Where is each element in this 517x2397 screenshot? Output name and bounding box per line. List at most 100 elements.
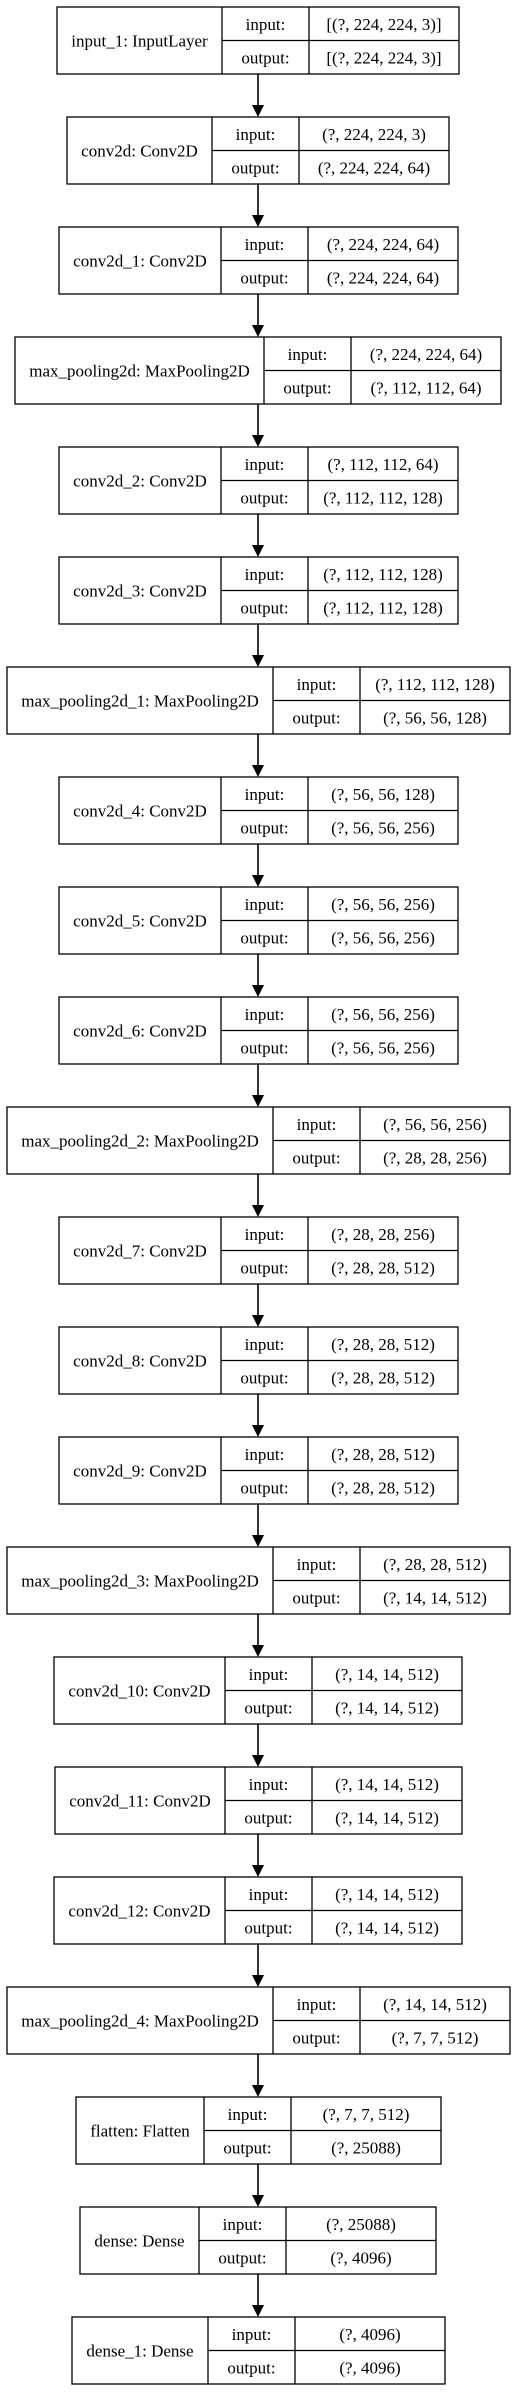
output-shape: (?, 112, 112, 64): [370, 378, 481, 397]
output-label: output:: [244, 1918, 292, 1937]
output-shape: (?, 28, 28, 512): [331, 1258, 435, 1277]
input-shape: (?, 28, 28, 256): [331, 1225, 435, 1244]
output-shape: (?, 14, 14, 512): [335, 1698, 439, 1717]
output-label: output:: [240, 598, 288, 617]
connection-arrow: [252, 624, 264, 667]
input-shape: (?, 7, 7, 512): [323, 2105, 410, 2124]
output-label: output:: [292, 1148, 340, 1167]
output-label: output:: [223, 2138, 271, 2157]
connection-arrow: [252, 1174, 264, 1217]
connection-arrow: [252, 404, 264, 447]
connection-arrow: [252, 2274, 264, 2317]
output-label: output:: [240, 1258, 288, 1277]
output-shape: (?, 14, 14, 512): [335, 1808, 439, 1827]
output-label: output:: [244, 1698, 292, 1717]
input-label: input:: [297, 1995, 337, 2014]
input-label: input:: [297, 1115, 337, 1134]
output-shape: (?, 14, 14, 512): [335, 1918, 439, 1937]
output-shape: (?, 224, 224, 64): [318, 158, 430, 177]
connection-arrow: [252, 1834, 264, 1877]
layer-node: conv2d_6: Conv2D input: output: (?, 56, 56,…: [58, 996, 459, 1065]
input-shape: (?, 28, 28, 512): [331, 1335, 435, 1354]
output-shape: (?, 112, 112, 128): [323, 488, 443, 507]
output-label: output:: [241, 48, 289, 67]
output-shape: (?, 112, 112, 128): [323, 598, 443, 617]
input-shape: (?, 224, 224, 64): [370, 345, 482, 364]
output-label: output:: [240, 818, 288, 837]
layer-name: conv2d_2: Conv2D: [73, 472, 207, 491]
output-shape: (?, 56, 56, 256): [331, 818, 435, 837]
output-shape: (?, 14, 14, 512): [383, 1588, 487, 1607]
output-label: output:: [292, 2028, 340, 2047]
input-label: input:: [246, 15, 286, 34]
output-label: output:: [240, 928, 288, 947]
layer-name: conv2d_3: Conv2D: [73, 582, 207, 601]
layer-node: max_pooling2d_4: MaxPooling2D input: outpu…: [6, 1986, 511, 2055]
input-label: input:: [245, 235, 285, 254]
output-shape: (?, 4096): [339, 2358, 400, 2377]
layer-name: conv2d_8: Conv2D: [73, 1352, 207, 1371]
layer-node: max_pooling2d: MaxPooling2Dinput:output:…: [14, 336, 502, 405]
output-label: output:: [292, 708, 340, 727]
input-label: input:: [223, 2215, 263, 2234]
input-shape: (?, 112, 112, 64): [327, 455, 438, 474]
output-shape: (?, 56, 56, 256): [331, 928, 435, 947]
input-label: input:: [245, 1225, 285, 1244]
input-label: input:: [236, 125, 276, 144]
output-label: output:: [240, 1478, 288, 1497]
input-shape: (?, 224, 224, 64): [327, 235, 439, 254]
connection-arrow: [252, 2054, 264, 2097]
output-shape: (?, 56, 56, 256): [331, 1038, 435, 1057]
layer-name: max_pooling2d_1: MaxPooling2D: [21, 692, 259, 711]
input-label: input:: [232, 2325, 272, 2344]
input-label: input:: [249, 1885, 289, 1904]
layer-name: conv2d_6: Conv2D: [73, 1022, 207, 1041]
layer-name: conv2d_9: Conv2D: [73, 1462, 207, 1481]
connection-arrow: [252, 184, 264, 227]
input-shape: (?, 224, 224, 3): [322, 125, 426, 144]
output-label: output:: [218, 2248, 266, 2267]
layer-name: max_pooling2d_3: MaxPooling2D: [21, 1572, 259, 1591]
layer-node: max_pooling2d_1: MaxPooling2Dinput:outpu…: [6, 666, 511, 735]
input-shape: (?, 14, 14, 512): [335, 1665, 439, 1684]
input-shape: (?, 112, 112, 128): [323, 565, 443, 584]
input-label: input:: [245, 1005, 285, 1024]
connection-arrow: [252, 1064, 264, 1107]
input-label: input:: [288, 345, 328, 364]
layer-name: conv2d_10: Conv2D: [68, 1682, 210, 1701]
layer-name: max_pooling2d_2: MaxPooling2D: [21, 1132, 259, 1151]
connection-arrow: [252, 74, 264, 117]
layer-name: dense_1: Dense: [86, 2342, 193, 2361]
input-label: input:: [245, 1335, 285, 1354]
layer-node: dense: Dense input: output: (?, 25088) (?, 4…: [79, 2206, 437, 2275]
input-label: input:: [228, 2105, 268, 2124]
input-shape: (?, 112, 112, 128): [375, 675, 495, 694]
input-label: input:: [245, 565, 285, 584]
layer-name: max_pooling2d_4: MaxPooling2D: [21, 2012, 259, 2031]
connection-arrow: [252, 1724, 264, 1767]
input-shape: (?, 28, 28, 512): [331, 1445, 435, 1464]
input-label: input:: [249, 1775, 289, 1794]
connection-arrow: [252, 2164, 264, 2207]
output-shape: (?, 4096): [330, 2248, 391, 2267]
input-shape: (?, 25088): [326, 2215, 396, 2234]
layer-name: dense: Dense: [94, 2232, 184, 2251]
input-label: input:: [245, 455, 285, 474]
output-label: output:: [240, 488, 288, 507]
input-shape: (?, 14, 14, 512): [335, 1775, 439, 1794]
connection-arrow: [252, 1614, 264, 1657]
input-shape: (?, 14, 14, 512): [335, 1885, 439, 1904]
output-shape: (?, 28, 28, 512): [331, 1478, 435, 1497]
output-label: output:: [240, 1038, 288, 1057]
connection-arrow: [252, 844, 264, 887]
